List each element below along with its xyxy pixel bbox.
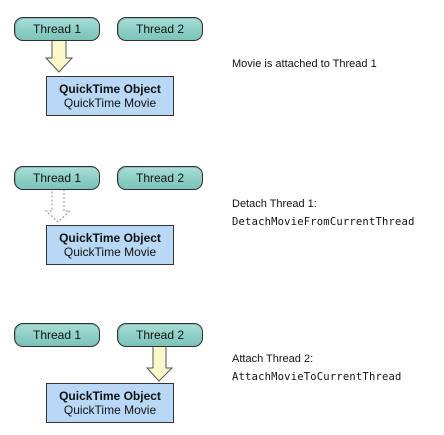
caption-text: Movie is attached to Thread 1 — [232, 58, 377, 70]
caption-text: Attach Thread 2: — [232, 353, 314, 365]
thread-2-box: Thread 2 — [117, 166, 203, 190]
caption-function-name: AttachMovieToCurrentThread — [232, 371, 402, 383]
thread-2-box: Thread 2 — [117, 17, 203, 41]
quicktime-object-box: QuickTime Object QuickTime Movie — [46, 383, 174, 423]
caption-text: Detach Thread 1: — [232, 198, 317, 210]
thread-1-box: Thread 1 — [14, 166, 100, 190]
caption-panel-2: Detach Thread 1: DetachMovieFromCurrentT… — [232, 197, 415, 230]
thread-1-box: Thread 1 — [14, 323, 100, 347]
thread-2-box: Thread 2 — [117, 323, 203, 347]
caption-panel-1: Movie is attached to Thread 1 — [232, 57, 377, 72]
object-title: QuickTime Object — [59, 231, 161, 245]
thread-1-box: Thread 1 — [14, 17, 100, 41]
object-title: QuickTime Object — [59, 389, 161, 403]
object-subtitle: QuickTime Movie — [63, 245, 157, 259]
quicktime-object-box: QuickTime Object QuickTime Movie — [46, 76, 174, 116]
caption-panel-3: Attach Thread 2: AttachMovieToCurrentThr… — [232, 352, 402, 385]
quicktime-object-box: QuickTime Object QuickTime Movie — [46, 225, 174, 265]
detached-arrow-thread1 — [44, 188, 72, 223]
object-title: QuickTime Object — [59, 82, 161, 96]
object-subtitle: QuickTime Movie — [63, 96, 157, 110]
caption-function-name: DetachMovieFromCurrentThread — [232, 216, 415, 228]
object-subtitle: QuickTime Movie — [63, 403, 157, 417]
attach-arrow-thread2 — [145, 345, 174, 382]
